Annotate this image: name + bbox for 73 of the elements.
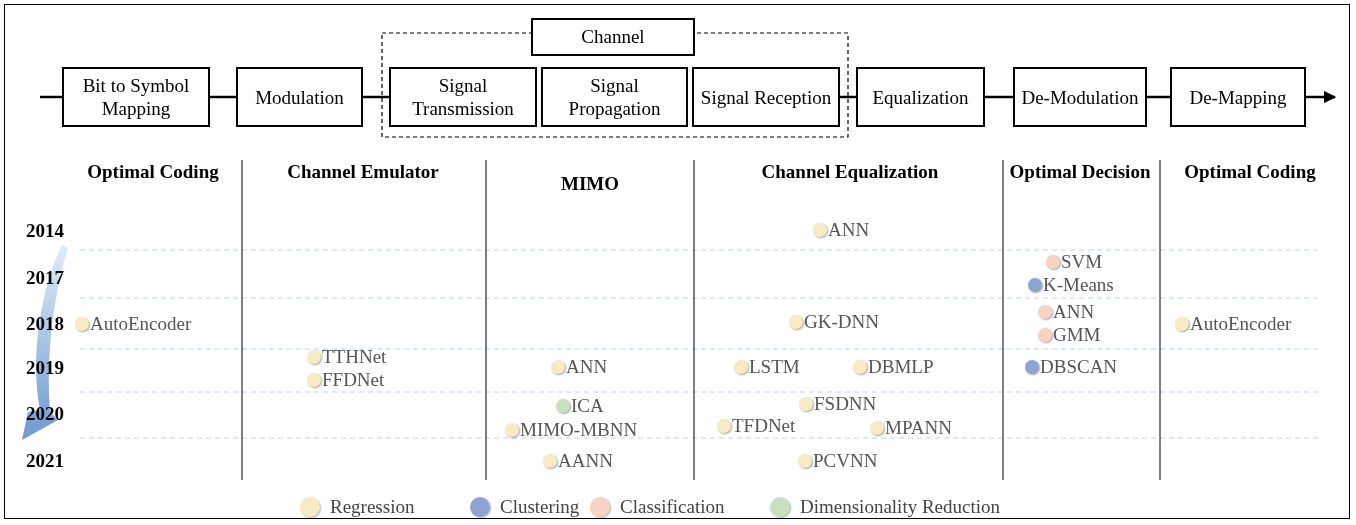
method-label: MIMO-MBNN xyxy=(520,419,638,441)
legend-label: Classification xyxy=(620,496,725,518)
category-dot xyxy=(1046,255,1060,269)
year-label: 2019 xyxy=(25,356,65,379)
method-label: TFDNet xyxy=(732,415,796,437)
category-dot xyxy=(1025,360,1039,374)
year-label: 2014 xyxy=(25,219,65,242)
category-dot xyxy=(870,421,884,435)
category-dot xyxy=(1175,317,1189,331)
column-header: Optimal Coding xyxy=(86,160,220,183)
method-label: DBSCAN xyxy=(1040,356,1118,378)
category-dot xyxy=(1038,305,1052,319)
process-box: De-Mapping xyxy=(1170,67,1306,127)
category-dot xyxy=(307,350,321,364)
arrow xyxy=(1306,90,1337,104)
category-dot xyxy=(789,315,803,329)
method-label: ANN xyxy=(1053,301,1095,323)
method-label: PCVNN xyxy=(813,450,878,472)
method-label: SVM xyxy=(1061,251,1103,273)
method-label: K-Means xyxy=(1043,274,1114,296)
column-header: Optimal Decision xyxy=(1008,160,1152,183)
process-box: Equalization xyxy=(856,67,985,127)
column-header: MIMO xyxy=(559,172,620,195)
method-label: LSTM xyxy=(749,356,800,378)
category-dot xyxy=(543,454,557,468)
method-label: GMM xyxy=(1053,324,1101,346)
process-box: De-Modulation xyxy=(1013,67,1147,127)
method-label: AutoEncoder xyxy=(1190,313,1292,335)
column-header: Channel Emulator xyxy=(286,160,440,183)
connector-line xyxy=(40,95,62,99)
category-dot xyxy=(556,399,570,413)
category-dot xyxy=(734,360,748,374)
connector-line xyxy=(210,95,236,99)
process-box: Signal Transmission xyxy=(389,67,537,127)
column-header: Channel Equalization xyxy=(760,160,940,183)
process-box: Signal Propagation xyxy=(541,67,688,127)
method-label: GK-DNN xyxy=(804,311,879,333)
process-box: Modulation xyxy=(236,67,363,127)
category-dot xyxy=(798,454,812,468)
method-label: TTHNet xyxy=(322,346,387,368)
category-dot xyxy=(75,317,89,331)
method-label: ICA xyxy=(571,395,604,417)
process-box: Bit to Symbol Mapping xyxy=(62,67,210,127)
method-label: FFDNet xyxy=(322,369,385,391)
legend-label: Clustering xyxy=(500,496,580,518)
method-label: MPANN xyxy=(885,417,952,439)
process-box: Signal Reception xyxy=(692,67,840,127)
method-label: ANN xyxy=(566,356,608,378)
year-label: 2018 xyxy=(25,312,65,335)
category-dot xyxy=(799,397,813,411)
method-label: AANN xyxy=(558,450,613,472)
year-label: 2021 xyxy=(25,449,65,472)
category-dot xyxy=(1028,278,1042,292)
connector-line xyxy=(1147,95,1170,99)
category-dot xyxy=(551,360,565,374)
category-dot xyxy=(307,373,321,387)
category-dot xyxy=(1038,328,1052,342)
legend-label: Dimensionality Reduction xyxy=(800,496,1000,518)
connector-line xyxy=(363,95,389,99)
method-label: ANN xyxy=(828,219,870,241)
category-dot xyxy=(717,419,731,433)
category-dot xyxy=(853,360,867,374)
group-title: Channel xyxy=(531,18,695,56)
category-dot xyxy=(505,423,519,437)
year-label: 2017 xyxy=(25,266,65,289)
method-label: FSDNN xyxy=(814,393,877,415)
connector-line xyxy=(985,95,1013,99)
method-label: DBMLP xyxy=(868,356,934,378)
column-header: Optimal Coding xyxy=(1183,160,1317,183)
method-label: AutoEncoder xyxy=(90,313,192,335)
category-dot xyxy=(813,223,827,237)
legend-label: Regression xyxy=(330,496,415,518)
channel-group xyxy=(381,18,849,138)
